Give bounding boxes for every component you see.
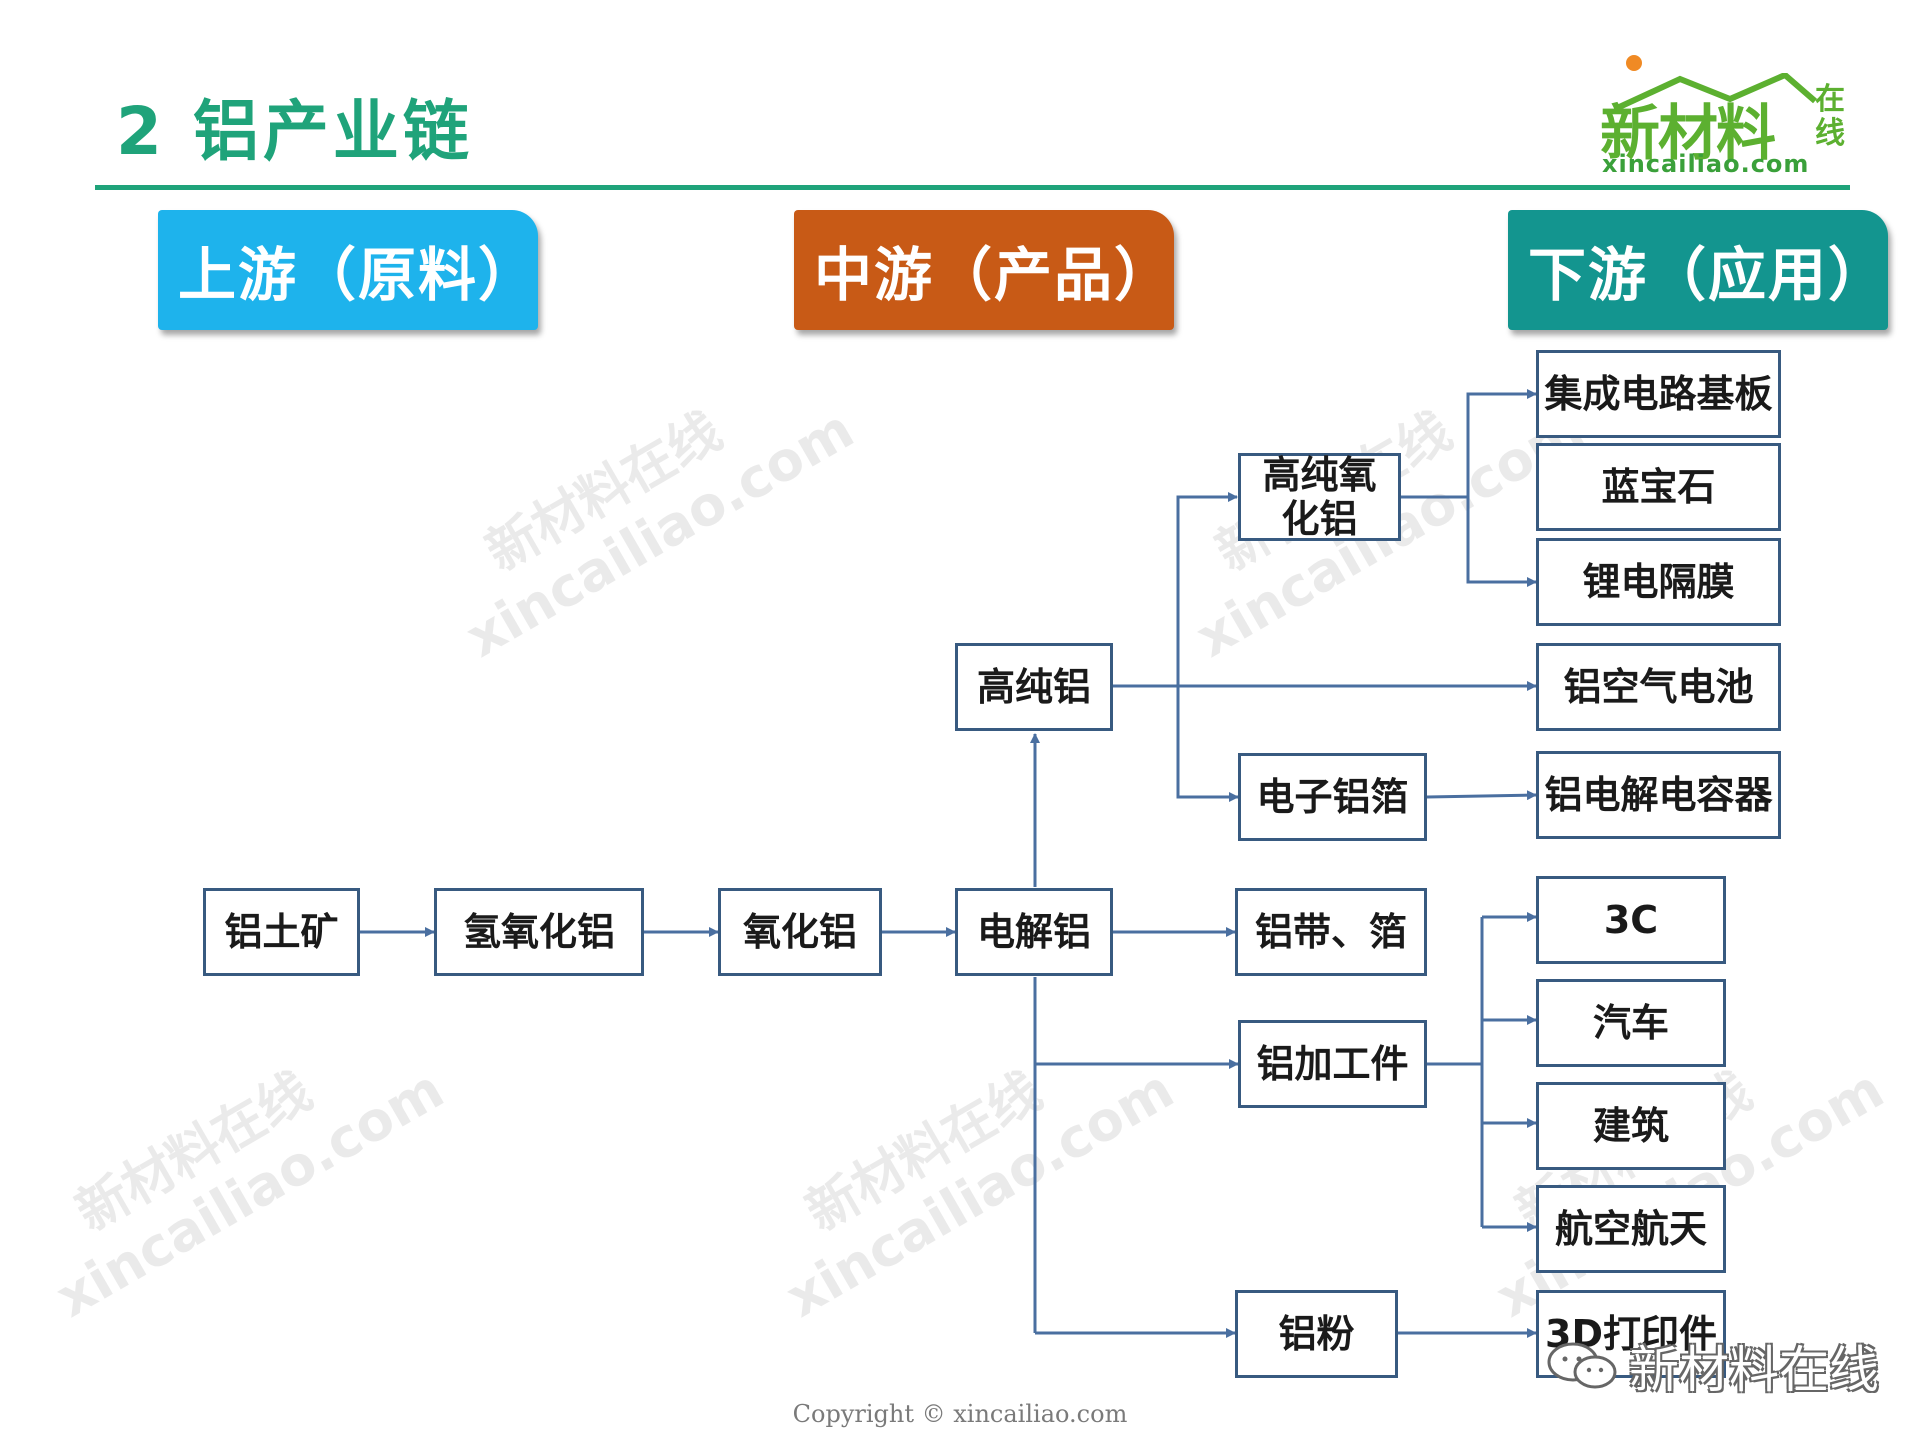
node-electrolytic-aluminum: 电解铝 [955,888,1113,976]
wechat-watermark: 新材料在线 [1545,1330,1879,1402]
node-automobile: 汽车 [1536,979,1726,1067]
section-downstream: 下游（应用） [1508,210,1888,330]
node-sapphire: 蓝宝石 [1536,443,1781,531]
node-electrolytic-capacitor: 铝电解电容器 [1536,751,1781,839]
node-3c: 3C [1536,876,1726,964]
node-processed-parts: 铝加工件 [1238,1020,1427,1108]
node-strip-foil: 铝带、箔 [1235,888,1427,976]
node-high-purity-alumina: 高纯氧化铝 [1238,453,1401,541]
wechat-account-name: 新材料在线 [1629,1341,1879,1399]
logo-roof-icon [1613,73,1817,112]
node-3d-printing: 3D打印件 [1536,1290,1726,1378]
page-title: 2 铝产业链 [116,93,473,170]
node-construction: 建筑 [1536,1082,1726,1170]
node-high-purity-aluminum: 高纯铝 [955,643,1113,731]
node-bauxite: 铝土矿 [203,888,360,976]
section-upstream: 上游（原料） [158,210,538,330]
wechat-icon [1547,1342,1617,1389]
node-alumina: 氧化铝 [718,888,882,976]
node-electronic-foil: 电子铝箔 [1238,753,1427,841]
section-midstream: 中游（产品） [794,210,1174,330]
node-aerospace: 航空航天 [1536,1185,1726,1273]
node-aluminum-powder: 铝粉 [1235,1290,1398,1378]
logo-side-text: 在线 [1815,82,1845,151]
logo-url: xincailiao.com [1602,150,1810,178]
copyright-footer: Copyright © xincailiao.com [792,1400,1128,1428]
brand-logo[interactable]: 新材料 在线 xincailiao.com [1590,55,1855,178]
node-aluminum-hydroxide: 氢氧化铝 [434,888,644,976]
title-underline [95,185,1850,190]
node-battery-separator: 锂电隔膜 [1536,538,1781,626]
logo-sun-dot [1626,55,1642,71]
node-air-battery: 铝空气电池 [1536,643,1781,731]
node-ic-substrate: 集成电路基板 [1536,350,1781,438]
logo-wordmark: 新材料 [1600,99,1776,169]
